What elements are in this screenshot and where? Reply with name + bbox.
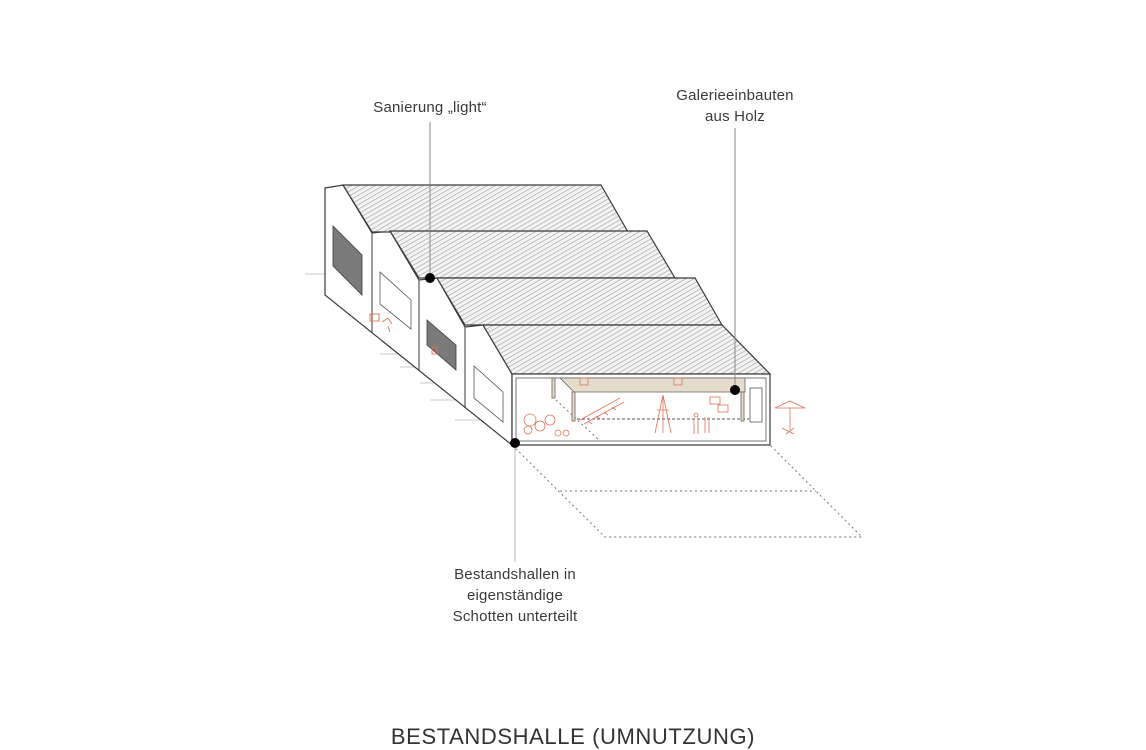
window	[426, 319, 457, 371]
door	[473, 365, 504, 423]
interior-sketches	[523, 377, 806, 437]
annotation-halls: Bestandshallen in eigenständige Schotten…	[415, 564, 615, 627]
roofs	[341, 184, 772, 375]
annotation-gallery: Galerieeinbauten aus Holz	[635, 85, 835, 127]
drawing-title: BESTANDSHALLE (UMNUTZUNG)	[390, 724, 756, 749]
leader-lines	[429, 122, 736, 562]
door	[379, 271, 412, 330]
annotation-text: eigenständige	[466, 587, 563, 604]
open-hall-section	[511, 373, 806, 446]
annotation-renovation: Sanierung „light“	[330, 97, 530, 118]
marker-dot	[510, 438, 520, 448]
forecourt-outline	[511, 444, 864, 538]
annotation-text: aus Holz	[705, 108, 765, 125]
annotation-text: Sanierung „light“	[373, 99, 487, 116]
timber-gallery	[551, 377, 746, 422]
annotation-text: Galerieeinbauten	[676, 87, 794, 104]
door	[749, 387, 763, 423]
marker-dot	[425, 273, 435, 283]
roof-4	[481, 324, 772, 375]
marker-dot	[730, 385, 740, 395]
annotation-text: Bestandshallen in	[454, 566, 576, 583]
roof-1	[341, 184, 630, 233]
annotation-text: Schotten unterteilt	[452, 608, 578, 625]
roof-3	[435, 277, 724, 326]
roof-2	[388, 230, 677, 279]
window	[332, 225, 363, 296]
furniture-sketch	[369, 313, 438, 355]
